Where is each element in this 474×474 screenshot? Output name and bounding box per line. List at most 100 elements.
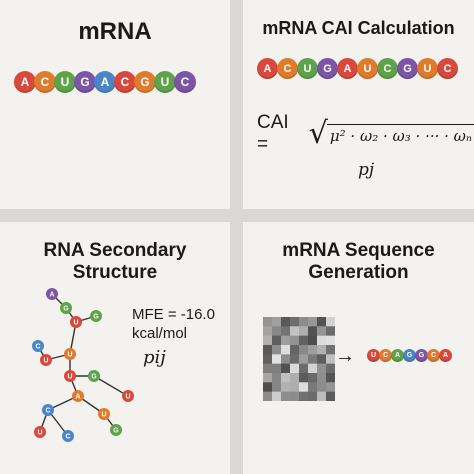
noise-tile	[326, 317, 335, 327]
mrna-bead: A	[94, 71, 116, 93]
noise-tile	[326, 373, 335, 383]
noise-tile	[308, 363, 318, 374]
noise-tile	[299, 317, 309, 327]
cai-bead: A	[337, 58, 358, 79]
cai-bead: C	[377, 58, 398, 79]
generated-bead: A	[439, 349, 452, 362]
structure-node: A	[72, 390, 84, 402]
structure-node: C	[32, 340, 44, 352]
cai-formula: CAI = √ μ² · ω₂ · ω₃ · ··· · ωₙ	[257, 112, 474, 156]
mrna-title: mRNA	[78, 18, 152, 45]
noise-tile	[299, 391, 309, 401]
mrna-bead: G	[134, 71, 156, 93]
noise-tile	[308, 373, 318, 383]
noise-tile	[263, 363, 273, 374]
noise-tile	[263, 317, 273, 327]
pij-label: pij	[143, 347, 166, 368]
noise-image	[263, 317, 335, 401]
noise-tile	[326, 382, 335, 393]
noise-tile	[290, 382, 300, 393]
noise-tile	[299, 335, 309, 346]
cai-formula-radicand: μ² · ω₂ · ω₃ · ··· · ωₙ	[326, 123, 474, 145]
noise-tile	[290, 345, 300, 355]
generated-bead: G	[415, 349, 428, 362]
cai-bead: A	[257, 58, 278, 79]
svg-text:U: U	[125, 394, 130, 401]
noise-tile	[290, 317, 300, 327]
structure-node: U	[40, 354, 52, 366]
noise-tile	[290, 326, 300, 337]
noise-tile	[317, 345, 327, 355]
structure-node: G	[110, 424, 122, 436]
structure-node: U	[70, 316, 82, 328]
noise-tile	[272, 354, 282, 365]
cai-bead: U	[417, 58, 438, 79]
mfe-line2: kcal/mol	[132, 324, 188, 342]
noise-tile	[326, 335, 335, 346]
svg-text:G: G	[91, 374, 97, 381]
noise-tile	[281, 363, 291, 374]
noise-tile	[326, 326, 335, 337]
noise-tile	[272, 335, 282, 346]
noise-tile	[290, 391, 300, 401]
noise-tile	[272, 326, 282, 337]
generated-bead: G	[403, 349, 416, 362]
cai-bead: U	[297, 58, 318, 79]
svg-text:C: C	[65, 434, 70, 441]
noise-tile	[299, 354, 309, 365]
svg-text:C: C	[35, 344, 40, 351]
noise-tile	[317, 335, 327, 346]
noise-tile	[308, 382, 318, 393]
sequence-generation-title-line2: Generation	[308, 261, 409, 283]
svg-text:G: G	[113, 428, 119, 435]
cai-title: mRNA CAI Calculation	[262, 18, 455, 38]
secondary-structure-title-line2: Structure	[72, 261, 158, 283]
mrna-bead: C	[114, 71, 136, 93]
noise-tile	[326, 345, 335, 355]
noise-tile	[281, 345, 291, 355]
noise-tile	[281, 373, 291, 383]
noise-tile	[281, 391, 291, 401]
sequence-generation-title-line1: mRNA Sequence	[282, 240, 435, 261]
arrow-icon: →	[335, 345, 355, 367]
structure-edge	[93, 375, 129, 397]
noise-tile	[299, 382, 309, 393]
svg-text:A: A	[75, 394, 80, 401]
svg-text:A: A	[49, 292, 54, 299]
structure-node: U	[122, 390, 134, 402]
cai-bead: G	[317, 58, 338, 79]
noise-tile	[263, 373, 273, 383]
noise-tile	[317, 363, 327, 374]
noise-tile	[317, 373, 327, 383]
cai-formula-lhs: CAI =	[257, 112, 289, 155]
noise-tile	[290, 354, 300, 365]
cai-formula-pj: pj	[358, 160, 375, 180]
noise-tile	[272, 391, 282, 401]
mrna-bead: U	[154, 71, 176, 93]
noise-tile	[272, 345, 282, 355]
cai-bead: G	[397, 58, 418, 79]
mfe-value: MFE = -16.0 kcal/mol	[132, 306, 215, 344]
noise-tile	[290, 335, 300, 346]
noise-tile	[263, 382, 273, 393]
generated-bead: A	[391, 349, 404, 362]
mrna-bead: C	[174, 71, 196, 93]
structure-node: G	[90, 310, 102, 322]
svg-text:G: G	[63, 306, 69, 313]
noise-tile	[308, 335, 318, 346]
generated-bead: C	[379, 349, 392, 362]
structure-node: U	[98, 408, 110, 420]
structure-node: G	[88, 370, 100, 382]
noise-tile	[308, 317, 318, 327]
noise-tile	[281, 317, 291, 327]
noise-tile	[281, 354, 291, 365]
generated-bead: U	[367, 349, 380, 362]
noise-tile	[308, 326, 318, 337]
mrna-bead: C	[34, 71, 56, 93]
structure-node: C	[42, 404, 54, 416]
noise-tile	[272, 363, 282, 374]
